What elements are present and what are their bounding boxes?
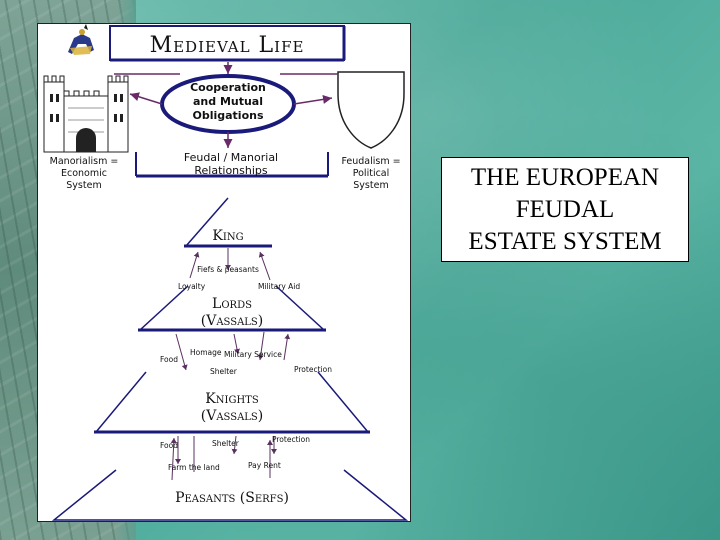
feudalism-line-3: System	[353, 180, 388, 191]
obligation-arrows	[170, 248, 291, 481]
oval-line-1: Cooperation	[190, 81, 266, 94]
pay-rent-label: Pay Rent	[248, 461, 281, 470]
feudal-diagram: Medieval Life Cooperation and Mutual Obl…	[43, 24, 409, 521]
king-tier: King	[184, 197, 272, 248]
shelter-label-1: Shelter	[210, 367, 238, 376]
diagram-title: Medieval Life	[150, 33, 305, 58]
knight-logo-icon	[68, 24, 94, 55]
protection-label-2: Protection	[272, 435, 310, 444]
castle-icon	[43, 75, 129, 153]
lords-label-2: (Vassals)	[201, 313, 264, 329]
lords-label-1: Lords	[212, 296, 252, 312]
top-arrows	[114, 62, 338, 148]
shelter-label-2: Shelter	[212, 439, 240, 448]
oval-line-3: Obligations	[192, 109, 263, 122]
manorialism-line-1: Manorialism =	[50, 156, 119, 167]
peasants-label: Peasants (Serfs)	[175, 490, 289, 506]
peasants-tier: Peasants (Serfs)	[51, 469, 409, 521]
food-label-1: Food	[160, 355, 178, 364]
protection-label-1: Protection	[294, 365, 332, 374]
manorialism-line-2: Economic	[61, 168, 107, 179]
military-service-label: Military Service	[224, 350, 282, 359]
king-label: King	[212, 228, 243, 244]
relationships-line-2: Relationships	[194, 164, 268, 177]
knights-label-2: (Vassals)	[201, 408, 264, 424]
homage-label: Homage	[190, 348, 222, 357]
relationships-box: Feudal / Manorial Relationships	[135, 151, 329, 178]
feudalism-line-2: Political	[353, 168, 390, 179]
shield-icon	[337, 71, 405, 149]
knights-tier: Knights (Vassals)	[94, 371, 370, 434]
diagram-panel: Medieval Life Cooperation and Mutual Obl…	[37, 23, 411, 522]
manorialism-line-3: System	[66, 180, 101, 191]
farm-land-label: Farm the land	[168, 463, 220, 472]
caption-box: THE EUROPEAN FEUDAL ESTATE SYSTEM	[441, 157, 689, 262]
loyalty-label: Loyalty	[178, 282, 206, 291]
oval-line-2: and Mutual	[193, 95, 263, 108]
food-label-2: Food	[160, 441, 178, 450]
fiefs-label: Fiefs & peasants	[197, 265, 259, 274]
relationships-line-1: Feudal / Manorial	[184, 151, 278, 164]
lords-tier: Lords (Vassals)	[138, 285, 326, 332]
title-banner: Medieval Life	[109, 25, 346, 62]
knights-label-1: Knights	[205, 391, 259, 407]
feudalism-line-1: Feudalism =	[341, 156, 400, 167]
military-aid-label: Military Aid	[258, 282, 300, 291]
slide-caption: THE EUROPEAN FEUDAL ESTATE SYSTEM	[468, 163, 662, 255]
